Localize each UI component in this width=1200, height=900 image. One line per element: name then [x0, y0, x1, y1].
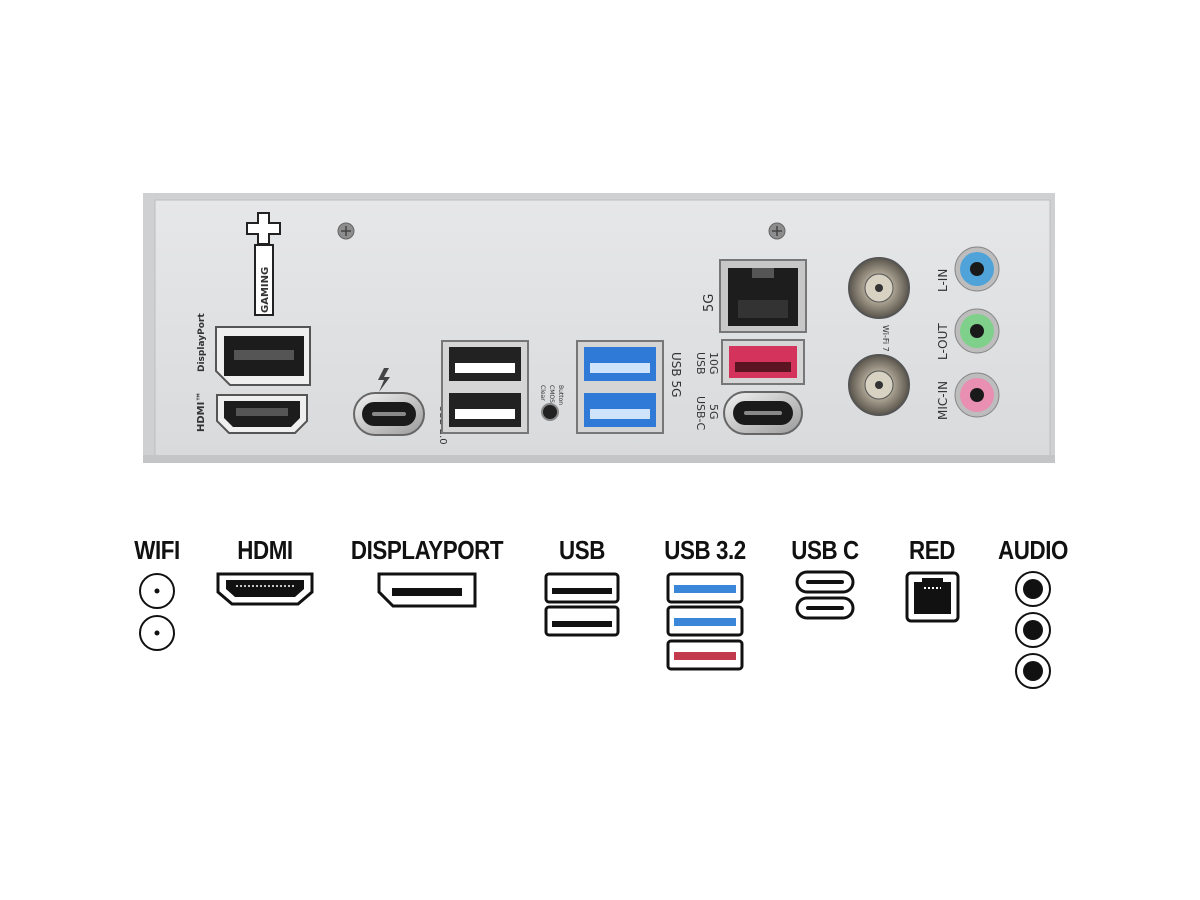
displayport-label: DisplayPort [197, 313, 207, 372]
legend-label-hdmi: HDMI [237, 535, 293, 565]
legend-usb32-icon [666, 572, 744, 671]
usb5g-port-stack [576, 340, 664, 434]
wifi-label: Wi-Fi 7 [881, 325, 890, 352]
clear-cmos-label-line1: Clear [539, 385, 546, 401]
legend-label-usb: USB [559, 535, 605, 565]
legend-label-usb-c: USB C [791, 535, 859, 565]
usb10g-label-line2: 10G [707, 352, 720, 375]
line-in-label: L-IN [936, 269, 950, 292]
usbc5g-label-line2: 5G [707, 404, 720, 420]
legend-label-wifi: WIFI [134, 535, 180, 565]
line-out-jack [954, 308, 1000, 354]
thunderbolt-icon [378, 368, 390, 392]
line-in-jack [954, 246, 1000, 292]
screw-slot-icon [772, 226, 782, 236]
thunderbolt-usb-c-port [353, 392, 425, 436]
legend-displayport-icon [377, 572, 477, 608]
usb20-port-stack [441, 340, 529, 434]
legend-label-red: RED [909, 535, 955, 565]
legend-audio-icon [1015, 571, 1051, 689]
lan-label: 5G [702, 294, 717, 312]
usb5g-label: USB 5G [669, 352, 683, 397]
screw-slot-icon [341, 226, 351, 236]
legend-usb-icon [544, 572, 620, 637]
wifi-antenna-connector-bottom [848, 354, 910, 416]
legend-label-audio: AUDIO [998, 535, 1068, 565]
wifi-antenna-connector-top [848, 257, 910, 319]
legend-usb-c-icon [795, 570, 855, 620]
legend-lan-icon [905, 571, 960, 623]
clear-cmos-label-line3: Button [557, 385, 564, 405]
usbc5g-port [723, 391, 803, 435]
clear-cmos-label-line2: CMOS [548, 385, 555, 403]
mic-in-label: MIC-IN [936, 381, 950, 420]
usbc5g-label-line1: USB-C [694, 396, 707, 431]
hdmi-port [216, 394, 308, 434]
displayport-port [215, 326, 311, 386]
clear-cmos-button [541, 403, 559, 421]
lan-port [719, 259, 807, 333]
gaming-badge: GAMING [246, 212, 281, 316]
legend-label-usb32: USB 3.2 [664, 535, 746, 565]
gaming-text: GAMING [260, 267, 271, 313]
usb10g-label-line1: USB [694, 352, 707, 375]
hdmi-label: HDMI™ [196, 392, 207, 432]
mic-in-jack [954, 372, 1000, 418]
usb10g-port [721, 339, 805, 385]
legend-label-displayport: DISPLAYPORT [350, 535, 504, 565]
line-out-label: L-OUT [936, 323, 950, 360]
legend-wifi-icon [139, 573, 175, 651]
legend-hdmi-icon [216, 572, 314, 606]
